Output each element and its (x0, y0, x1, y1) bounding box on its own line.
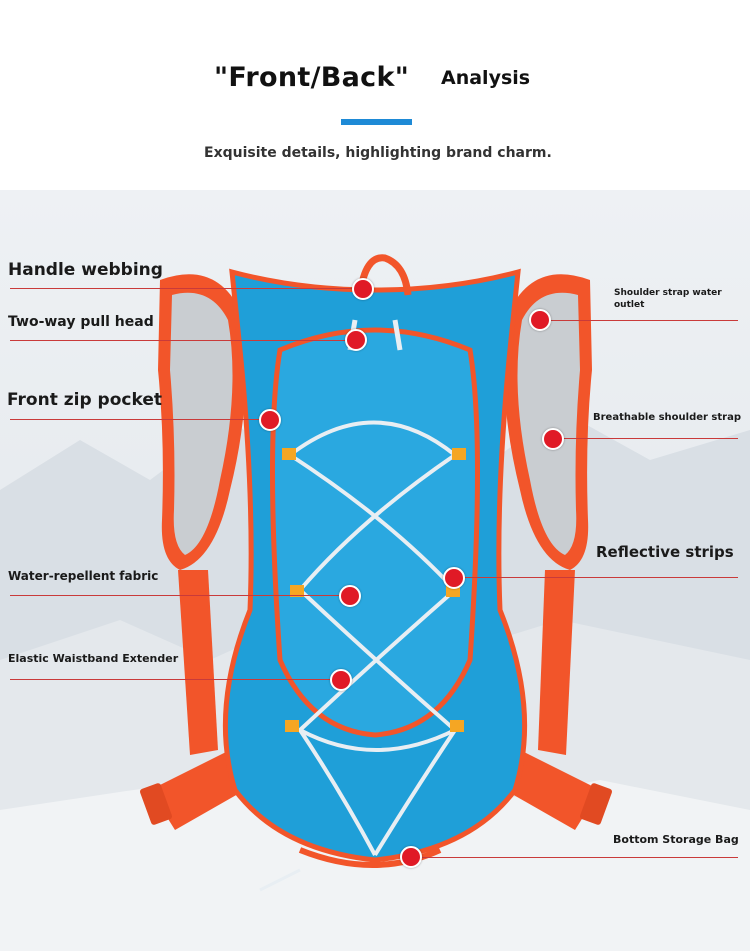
label-breathable-shoulder-strap: Breathable shoulder strap (593, 412, 741, 423)
marker-two-way-pull-head (345, 329, 367, 351)
leader-line-breathable-shoulder-strap (552, 438, 738, 439)
reflective-strip (452, 448, 466, 460)
marker-bottom-storage-bag (400, 846, 422, 868)
leader-line-handle-webbing (10, 288, 363, 289)
cord-toggle (259, 868, 301, 892)
waist-strap-left (150, 750, 245, 830)
waist-buckle-left (140, 783, 172, 825)
marker-handle-webbing (352, 278, 374, 300)
leader-line-water-repellent-fabric (10, 595, 350, 596)
leader-line-shoulder-strap-water-outlet (540, 320, 738, 321)
label-two-way-pull-head: Two-way pull head (8, 314, 154, 330)
elastic-cord-lower-right (373, 728, 457, 857)
lower-strap-left (178, 570, 218, 755)
title-sub: Analysis (441, 67, 531, 89)
label-front-zip-pocket: Front zip pocket (7, 390, 162, 410)
reflective-strip (282, 448, 296, 460)
label-elastic-waistband-extender: Elastic Waistband Extender (8, 652, 179, 665)
title-accent-bar (341, 119, 412, 125)
marker-front-zip-pocket (259, 409, 281, 431)
tagline: Exquisite details, highlighting brand ch… (204, 145, 552, 161)
marker-reflective-strips (443, 567, 465, 589)
lower-strap-right (538, 570, 575, 755)
marker-shoulder-strap-water-outlet (529, 309, 551, 331)
leader-line-bottom-storage-bag (411, 857, 738, 858)
label-water-repellent-fabric: Water-repellent fabric (8, 569, 159, 583)
backpack-illustration (140, 254, 612, 892)
handle-webbing (356, 254, 412, 296)
waist-buckle-right (580, 783, 612, 825)
leader-line-reflective-strips (454, 577, 738, 578)
reflective-strip (285, 720, 299, 732)
label-bottom-storage-bag: Bottom Storage Bag (613, 833, 739, 846)
marker-breathable-shoulder-strap (542, 428, 564, 450)
waist-strap-right (505, 750, 600, 830)
mesh-pad-left (170, 292, 233, 555)
label-shoulder-strap-water-outlet: Shoulder strap water outlet (614, 288, 722, 310)
reflective-strip (450, 720, 464, 732)
header: "Front/Back" Analysis Exquisite details,… (0, 0, 750, 190)
elastic-cord-lower-left (298, 728, 377, 856)
bottom-storage-bag (298, 847, 442, 868)
leader-line-front-zip-pocket (10, 419, 270, 420)
marker-elastic-waistband-extender (330, 669, 352, 691)
marker-water-repellent-fabric (339, 585, 361, 607)
zip-pull-right (392, 319, 403, 351)
front-zip-pocket (270, 327, 480, 738)
reflective-strip (290, 585, 304, 597)
label-handle-webbing: Handle webbing (8, 260, 163, 280)
label-reflective-strips: Reflective strips (596, 543, 734, 561)
title-main: "Front/Back" (214, 62, 410, 93)
leader-line-two-way-pull-head (10, 340, 355, 341)
mesh-pad-right (517, 292, 580, 555)
leader-line-elastic-waistband-extender (10, 679, 340, 680)
